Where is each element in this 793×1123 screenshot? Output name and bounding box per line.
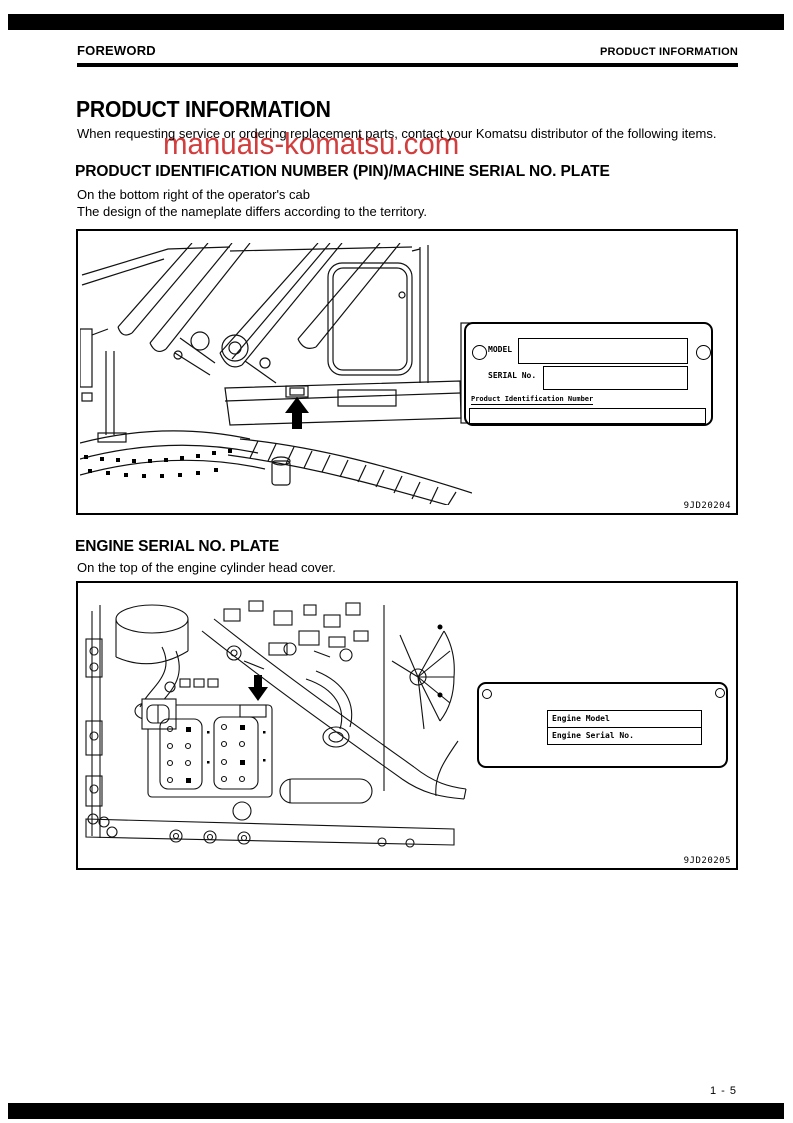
section2-heading: ENGINE SERIAL NO. PLATE	[75, 538, 280, 555]
section1-body2: The design of the nameplate differs acco…	[77, 204, 427, 219]
engine-plate-graphic: Engine Model Engine Serial No.	[477, 682, 728, 768]
pin-plate-graphic: MODEL SERIAL No. Product Identification …	[464, 322, 713, 426]
figure-engine-plate: Engine Model Engine Serial No. 9JD20205	[76, 581, 738, 870]
model-label: MODEL	[488, 345, 513, 354]
header-rule	[77, 63, 738, 67]
page-title: PRODUCT INFORMATION	[76, 96, 331, 122]
pin-value-box	[469, 408, 706, 424]
engine-model-row: Engine Model	[552, 714, 610, 723]
pin-label: Product Identification Number	[471, 395, 594, 405]
section1-heading: PRODUCT IDENTIFICATION NUMBER (PIN)/MACH…	[75, 163, 610, 180]
excavator-line-art	[80, 243, 472, 505]
section2-body1: On the top of the engine cylinder head c…	[77, 560, 336, 575]
header-chapter: FOREWORD	[77, 43, 156, 58]
engine-plate-rows: Engine Model Engine Serial No.	[547, 710, 702, 745]
figure1-code: 9JD20204	[683, 501, 731, 511]
scan-edge-bottom	[8, 1103, 784, 1119]
bolt-hole-icon	[482, 689, 492, 699]
model-value-box	[518, 338, 688, 364]
section1-body1: On the bottom right of the operator's ca…	[77, 187, 311, 202]
figure-pin-plate: MODEL SERIAL No. Product Identification …	[76, 229, 738, 515]
engine-serial-row: Engine Serial No.	[548, 727, 701, 744]
page-number: 1 - 5	[709, 1085, 737, 1097]
scan-edge-top	[8, 14, 784, 30]
engine-line-art	[85, 600, 467, 848]
serial-value-box	[543, 366, 688, 390]
serial-label: SERIAL No.	[488, 371, 537, 380]
figure2-code: 9JD20205	[683, 856, 731, 866]
bolt-hole-icon	[715, 688, 725, 698]
bolt-hole-icon	[696, 345, 711, 360]
header-section: PRODUCT INFORMATION	[599, 46, 738, 58]
intro-text: When requesting service or ordering repl…	[77, 126, 717, 141]
bolt-hole-icon	[472, 345, 487, 360]
watermark-text: manuals-komatsu.com	[163, 126, 460, 161]
